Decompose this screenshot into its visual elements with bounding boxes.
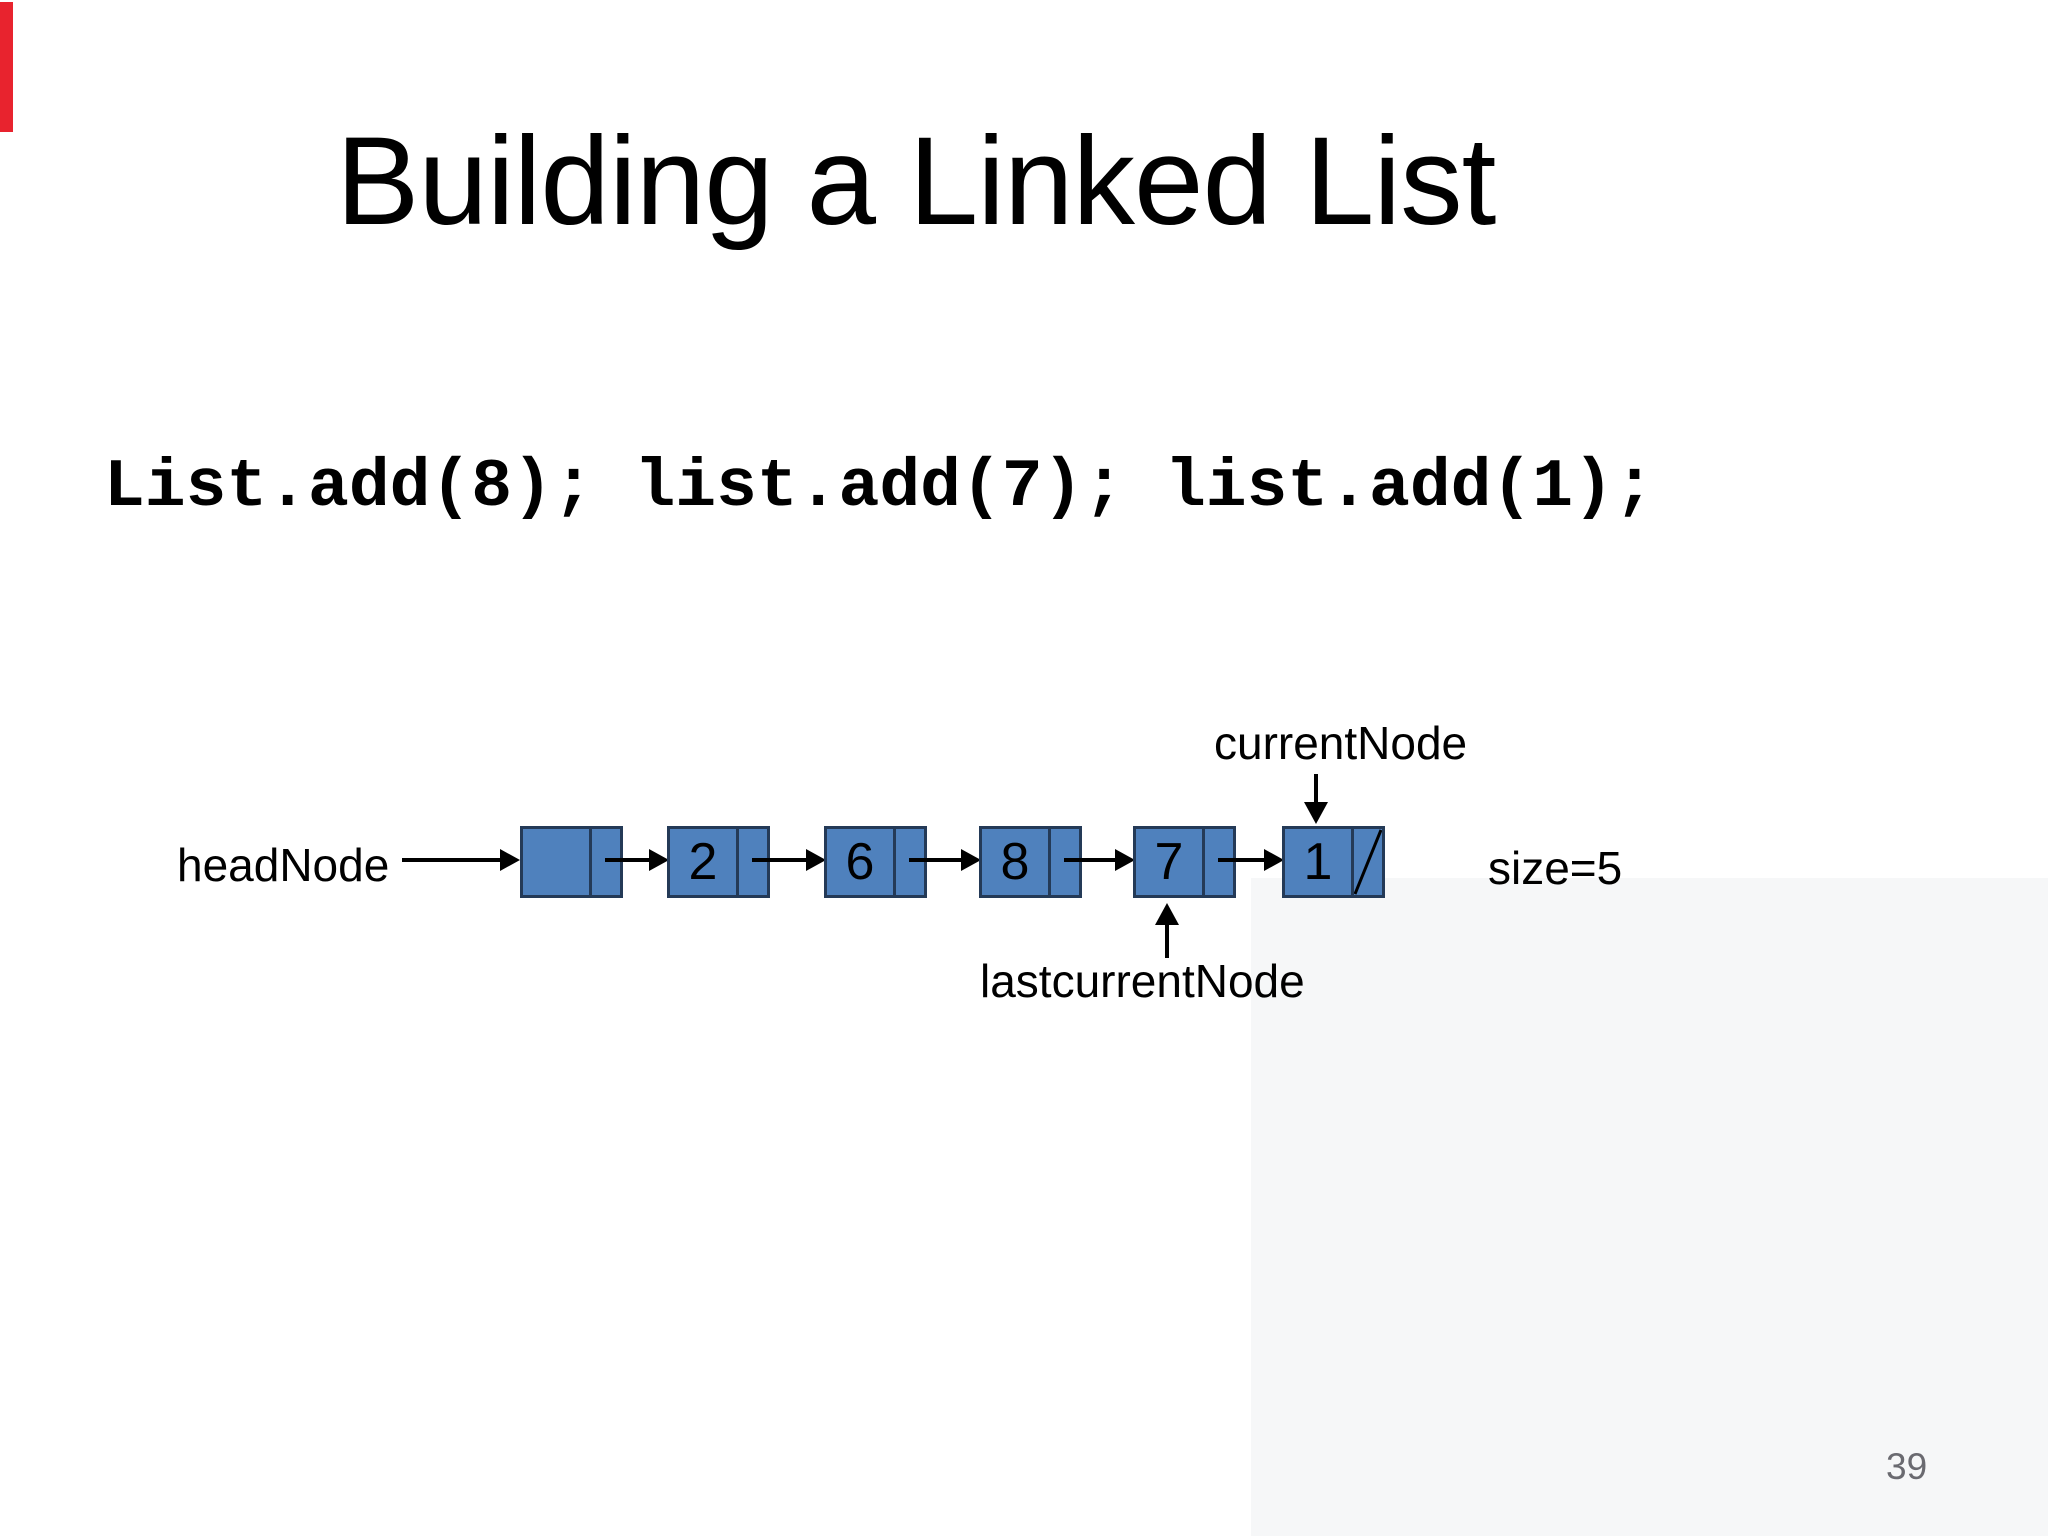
node-pointer-cell xyxy=(1048,829,1079,895)
code-line: List.add(8); list.add(7); list.add(1); xyxy=(104,449,1655,526)
node-value: 6 xyxy=(845,833,875,891)
list-node xyxy=(520,826,623,898)
node-value xyxy=(523,829,589,895)
link-arrow-head-icon xyxy=(1115,849,1135,871)
slide-title: Building a Linked List xyxy=(336,112,1496,251)
list-node: 8 xyxy=(979,826,1082,898)
page-number: 39 xyxy=(1886,1446,1928,1487)
link-arrow-head-icon xyxy=(649,849,669,871)
size-label: size=5 xyxy=(1488,842,1623,894)
link-arrow-line xyxy=(1064,858,1115,862)
list-node: 6 xyxy=(824,826,927,898)
lastcurrentnode-label: lastcurrentNode xyxy=(980,955,1305,1007)
headnode-label: headNode xyxy=(177,839,390,891)
lastcurrentnode-arrow-head-icon xyxy=(1155,903,1179,925)
node-value: 8 xyxy=(1000,833,1030,891)
node-pointer-cell xyxy=(1351,829,1382,895)
list-node: 1 xyxy=(1282,826,1385,898)
currentnode-label: currentNode xyxy=(1214,717,1468,769)
null-slash-icon xyxy=(1354,829,1382,895)
link-arrow-line xyxy=(1218,858,1264,862)
currentnode-arrow-head-icon xyxy=(1304,802,1328,824)
link-arrow-head-icon xyxy=(961,849,981,871)
corner-shade-panel xyxy=(1251,878,2048,1536)
link-arrow-line xyxy=(605,858,649,862)
list-node: 7 xyxy=(1133,826,1236,898)
list-node: 2 xyxy=(667,826,770,898)
node-value: 1 xyxy=(1303,833,1333,891)
node-pointer-cell xyxy=(736,829,767,895)
node-value: 7 xyxy=(1154,833,1184,891)
link-arrow-head-icon xyxy=(806,849,826,871)
node-pointer-cell xyxy=(893,829,924,895)
node-pointer-cell xyxy=(1202,829,1233,895)
lastcurrentnode-arrow-line xyxy=(1165,925,1169,958)
node-pointer-cell xyxy=(589,829,620,895)
red-edge-bar xyxy=(0,2,13,132)
link-arrow-head-icon xyxy=(1264,849,1284,871)
node-value: 2 xyxy=(688,833,718,891)
headnode-arrow-head-icon xyxy=(500,849,520,871)
link-arrow-line xyxy=(909,858,961,862)
headnode-arrow-line xyxy=(402,858,500,862)
currentnode-arrow-line xyxy=(1314,774,1318,802)
link-arrow-line xyxy=(752,858,806,862)
